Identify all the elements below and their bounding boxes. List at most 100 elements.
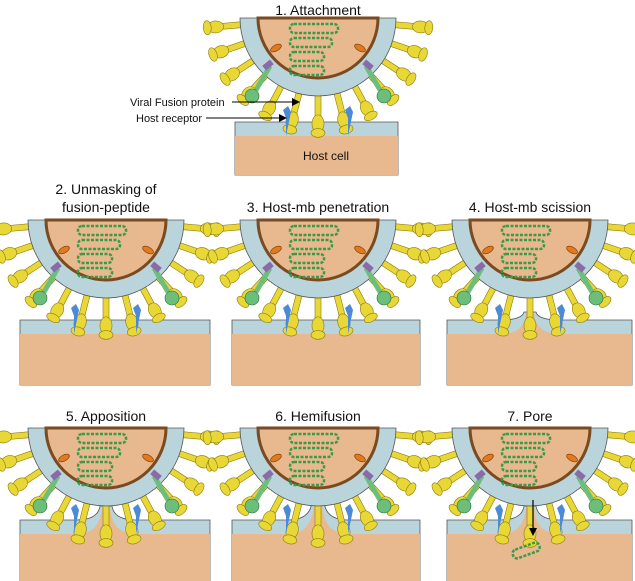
rna-segment — [288, 238, 334, 251]
neuraminidase-head — [164, 290, 180, 306]
rna-segment — [288, 432, 340, 445]
matrix-granule — [142, 245, 154, 255]
neuraminidase-stalk — [41, 474, 61, 502]
fusion-protein-spike — [208, 449, 250, 472]
spike-tip — [208, 47, 218, 62]
neuraminidase-head — [588, 498, 604, 514]
spike-tip — [420, 457, 430, 472]
spike-tip — [219, 72, 231, 86]
fusion-protein-spike — [0, 449, 38, 472]
rna-segment — [500, 460, 538, 473]
rna-segment — [288, 224, 340, 237]
panel-7 — [414, 426, 635, 581]
fusion-protein-spike — [544, 498, 566, 545]
neuraminidase-head — [588, 290, 604, 306]
spike-head — [0, 430, 12, 444]
fusion-protein-spike — [470, 283, 498, 324]
spike-tip — [0, 457, 6, 472]
rna-segment — [288, 460, 326, 473]
neuraminidase-stalk — [151, 266, 171, 294]
fusion-protein-spike — [0, 241, 38, 264]
panel-5-title: 5. Apposition — [66, 408, 146, 424]
spike-tip — [550, 326, 566, 337]
rna-segment — [288, 50, 326, 63]
rna-segment — [288, 252, 326, 265]
panel-1-title: 1. Attachment — [275, 2, 361, 18]
spike-tip — [431, 274, 443, 288]
spike-tip — [617, 482, 629, 496]
matrix-granule — [354, 453, 366, 463]
spike-tip — [418, 47, 428, 62]
m2-channel — [150, 261, 162, 273]
neuraminidase-head — [456, 498, 472, 514]
spike-tip — [338, 534, 354, 545]
rna-segment — [288, 36, 334, 49]
spike-tip — [152, 520, 166, 532]
viral-core — [256, 16, 380, 80]
spike-tip — [550, 534, 566, 545]
panel-5 — [0, 426, 222, 581]
host-receptor — [345, 304, 353, 334]
matrix-granule — [354, 245, 366, 255]
viral-core — [44, 426, 168, 490]
spike-tip — [208, 457, 218, 472]
host-cell-cytoplasm — [447, 314, 632, 385]
fusion-protein-spike — [120, 498, 142, 545]
arrowhead-icon — [279, 114, 287, 122]
host-receptor — [71, 304, 79, 334]
matrix-granule — [58, 245, 70, 255]
neuraminidase-head — [376, 290, 392, 306]
fusion-protein-spike — [208, 39, 250, 62]
host-cell-cytoplasm — [235, 136, 398, 175]
neuraminidase-head — [376, 498, 392, 514]
spike-tip — [126, 326, 142, 337]
spike-tip — [219, 482, 231, 496]
rna-segment — [76, 446, 122, 459]
spike-tip — [420, 249, 430, 264]
matrix-granule — [482, 453, 494, 463]
neuraminidase-stalk — [465, 474, 485, 502]
spike-tip — [364, 110, 378, 122]
fusion-protein-spike — [282, 498, 304, 545]
matrix-granule — [270, 245, 282, 255]
host-receptor — [345, 106, 353, 136]
spike-tip — [202, 430, 212, 445]
rna-segment — [76, 460, 114, 473]
spike-tip — [193, 274, 205, 288]
spike-tip — [258, 312, 272, 324]
spike-tip — [193, 482, 205, 496]
spike-tip — [98, 538, 114, 548]
spike-head — [624, 222, 635, 236]
matrix-granule — [482, 245, 494, 255]
spike-tip — [46, 312, 60, 324]
fusion-protein-spike — [219, 257, 259, 288]
panel-7-title: 7. Pore — [507, 408, 552, 424]
host-cell-cytoplasm — [232, 334, 420, 385]
rna-segment — [288, 446, 334, 459]
host-receptor — [557, 504, 565, 534]
neuraminidase-stalk — [363, 474, 383, 502]
rna-segment — [500, 266, 538, 279]
fusion-protein-spike — [386, 39, 428, 62]
spike-tip — [405, 72, 417, 86]
spike-tip — [310, 128, 326, 138]
host-receptor — [133, 304, 141, 334]
fusion-protein-spike — [414, 222, 457, 237]
neuraminidase-head — [244, 290, 260, 306]
neuraminidase-head — [244, 498, 260, 514]
spike-tip — [126, 534, 142, 545]
host-receptor — [71, 504, 79, 534]
spike-tip — [202, 20, 212, 35]
spike-head — [0, 222, 12, 236]
m2-channel — [574, 469, 586, 481]
rna-segment — [500, 238, 546, 251]
neuraminidase-head — [376, 88, 392, 104]
host-cell-cytoplasm — [20, 508, 210, 581]
matrix-granule — [270, 43, 282, 53]
host-receptor — [495, 304, 503, 334]
panel-2-title: 2. Unmasking of — [55, 181, 156, 197]
rna-segment — [500, 474, 538, 487]
viral-core — [256, 218, 380, 282]
fusion-protein-label: Viral Fusion protein — [130, 97, 225, 109]
